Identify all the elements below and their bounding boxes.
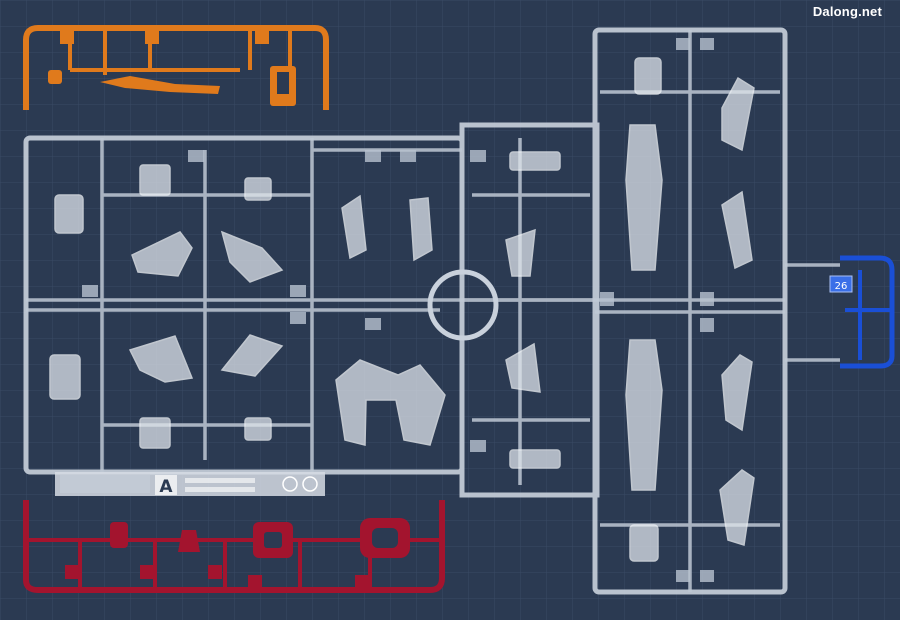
blue-sprue-number: 26 — [835, 281, 848, 292]
clear-sprue-runners — [26, 30, 840, 592]
clear-parts — [49, 57, 755, 562]
red-sprue — [23, 500, 445, 593]
orange-sprue — [23, 25, 329, 110]
watermark: Dalong.net — [812, 4, 882, 19]
clear-sprue-tags — [82, 38, 714, 582]
blue-sprue — [829, 255, 895, 369]
sprue-letter: A — [159, 477, 173, 497]
sprue-label-plate — [55, 472, 325, 496]
clear-sprue-ring — [427, 269, 499, 341]
